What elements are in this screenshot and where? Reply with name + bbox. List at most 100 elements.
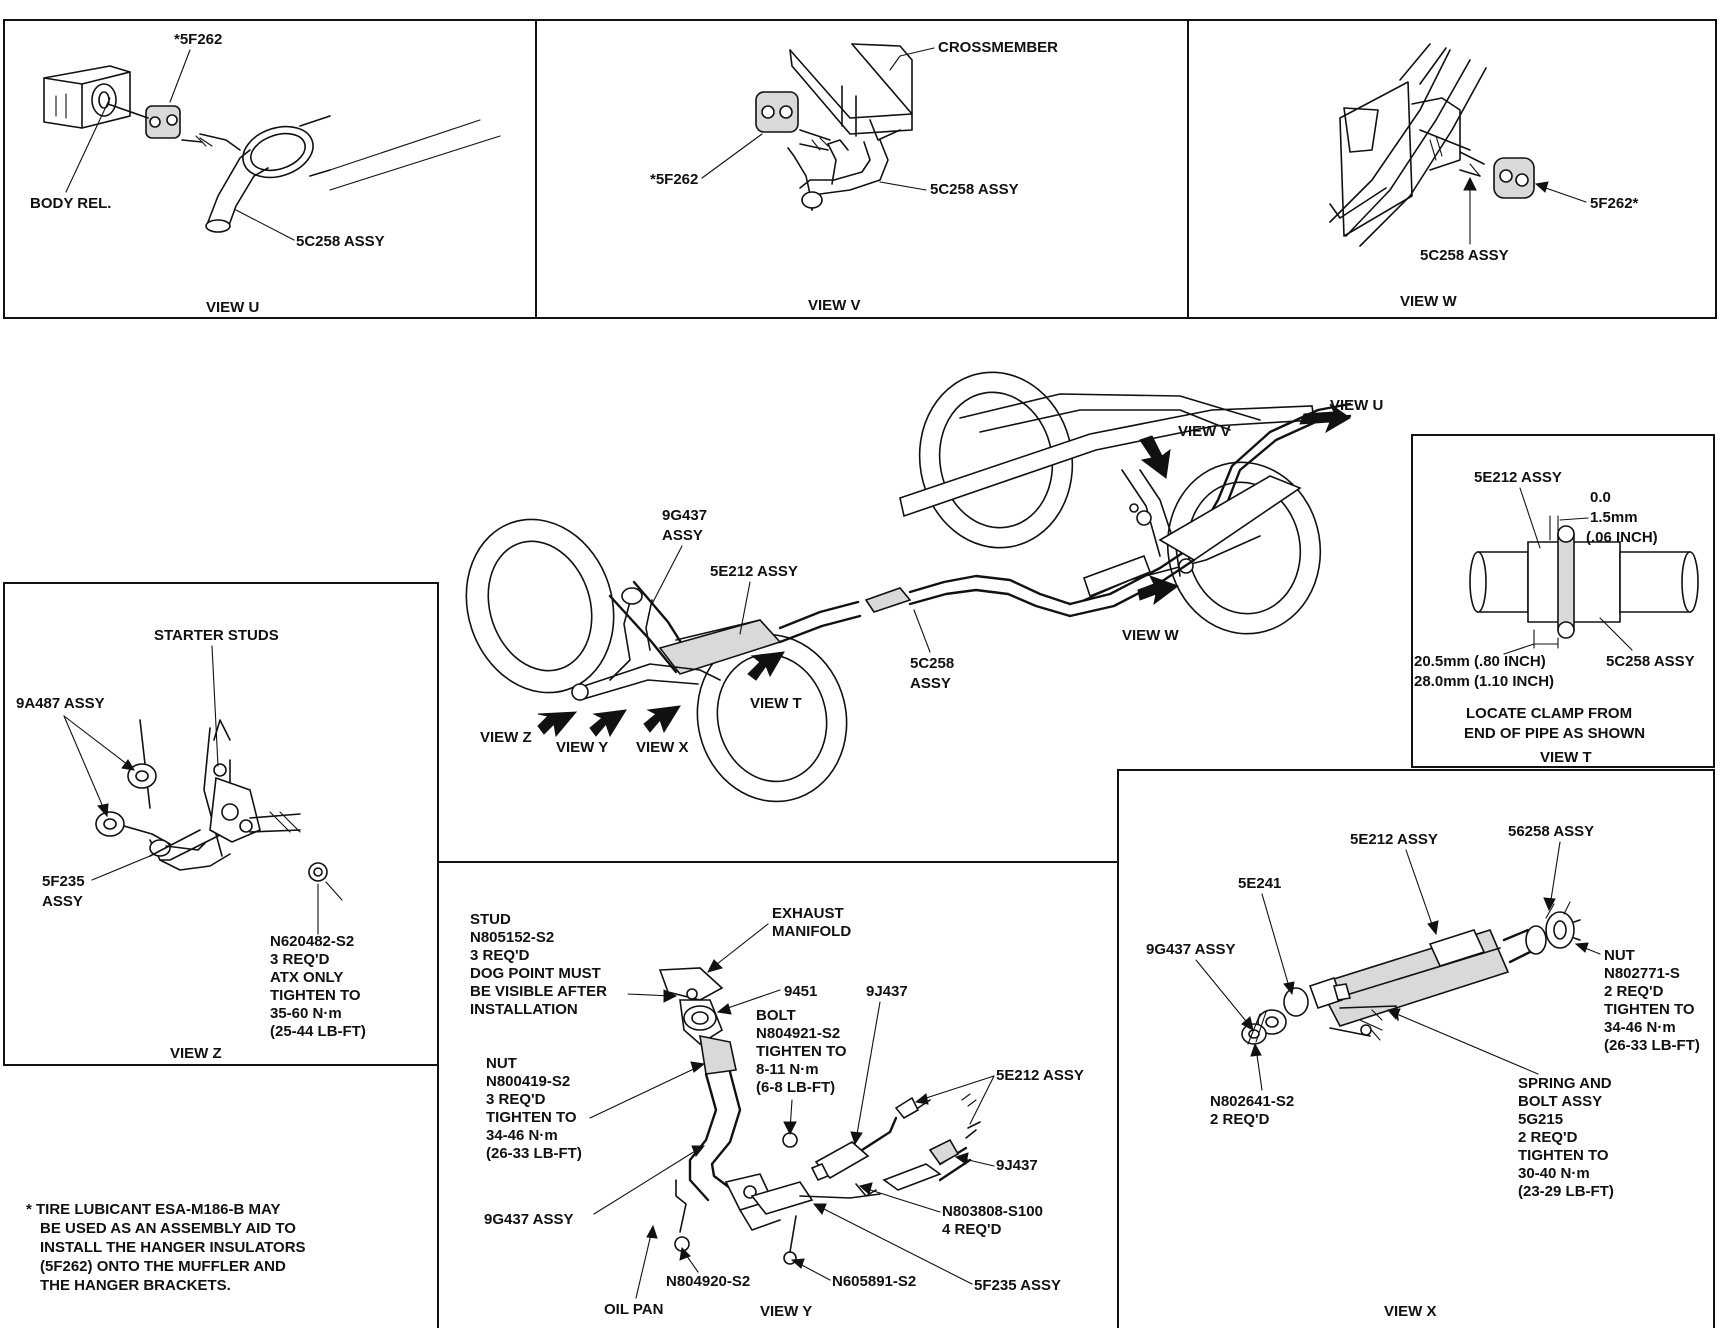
view-y: STUD N805152-S2 3 REQ'D DOG POINT MUST B… — [470, 905, 1084, 1320]
view-z-nut-line-2: 3 REQ'D — [270, 951, 330, 968]
view-y-stud-line-6: INSTALLATION — [470, 1001, 578, 1018]
view-u: *5F262 BODY REL. 5C258 ASSY VIEW U — [30, 31, 501, 316]
main-view-x-label: VIEW X — [636, 739, 689, 756]
view-y-9g437-leader — [593, 1147, 701, 1215]
view-t-gap-line-1: 0.0 — [1590, 489, 1611, 506]
main-exhaust-view: VIEW U VIEW V VIEW W VIEW T VIEW Z VIEW … — [465, 371, 1383, 803]
view-x-nut-line-2: N802771-S — [1604, 965, 1680, 982]
view-x-nut-line-1: NUT — [1604, 947, 1635, 964]
view-t-gap-leader — [1559, 517, 1589, 521]
view-z-9a487-label: 9A487 ASSY — [16, 695, 105, 712]
view-y-bolt-line-1: BOLT — [756, 1007, 796, 1024]
view-z-5f235-leader — [91, 855, 151, 881]
view-t-frame — [1411, 434, 1715, 768]
footnote-line-4: (5F262) ONTO THE MUFFLER AND — [40, 1258, 286, 1275]
view-y-nut-line-2: N800419-S2 — [486, 1073, 570, 1090]
view-u-insulator-leader — [169, 49, 191, 103]
view-x-nut-line-5: 34-46 N·m — [1604, 1019, 1676, 1036]
view-y-nut-arrowhead — [690, 1061, 706, 1073]
view-x-5e212-arrowhead — [1427, 920, 1439, 936]
view-y-9j437-label: 9J437 — [996, 1157, 1038, 1174]
main-view-z-label: VIEW Z — [480, 729, 532, 746]
view-x-title: VIEW X — [1384, 1303, 1437, 1320]
view-z-9a487-arrowhead-2 — [97, 803, 109, 818]
view-y-9j437-top-leader — [855, 1001, 881, 1141]
view-y-stud-line-5: BE VISIBLE AFTER — [470, 983, 607, 1000]
view-x-spring-line-3: 5G215 — [1518, 1111, 1563, 1128]
view-z-title: VIEW Z — [170, 1045, 222, 1062]
view-y-nut-line-6: (26-33 LB-FT) — [486, 1145, 582, 1162]
view-x-nut-line-6: (26-33 LB-FT) — [1604, 1037, 1700, 1054]
view-t-5e212-leader — [1519, 487, 1541, 549]
view-y-arrow — [589, 709, 627, 738]
view-v: CROSSMEMBER *5F262 5C258 ASSY VIEW V — [650, 39, 1058, 314]
view-z-nut-line-6: (25-44 LB-FT) — [270, 1023, 366, 1040]
view-z-5f235-label-line-1: 5F235 — [42, 873, 85, 890]
view-y-5f235-arrowhead — [812, 1203, 827, 1215]
view-t-drawing — [1469, 515, 1699, 649]
view-x-spring-line-2: BOLT ASSY — [1518, 1093, 1602, 1110]
view-y-5f235-label: 5F235 ASSY — [974, 1277, 1061, 1294]
view-w-insulator-arrowhead — [1534, 181, 1549, 193]
footnote-line-5: THE HANGER BRACKETS. — [40, 1277, 231, 1294]
view-t-gap-line-3: (.06 INCH) — [1586, 529, 1658, 546]
view-y-9j437-top-arrowhead — [850, 1131, 863, 1146]
view-u-insulator-label: *5F262 — [174, 31, 222, 48]
view-x: 5E212 ASSY 56258 ASSY 5E241 9G437 ASSY N… — [1146, 823, 1700, 1320]
view-t-note-line-1: LOCATE CLAMP FROM — [1466, 705, 1632, 722]
view-y-bolt-arrowhead — [783, 1121, 797, 1136]
view-y-nut-line-3: 3 REQ'D — [486, 1091, 546, 1108]
view-y-n803808-line-1: N803808-S100 — [942, 1203, 1043, 1220]
main-9g437-label-line-1: 9G437 — [662, 507, 707, 524]
view-x-9g437-leader — [1195, 959, 1251, 1027]
view-y-5f235-leader — [817, 1205, 973, 1285]
view-x-spring-line-4: 2 REQ'D — [1518, 1129, 1578, 1146]
view-x-9g437-label: 9G437 ASSY — [1146, 941, 1236, 958]
view-w-title: VIEW W — [1400, 293, 1458, 310]
view-y-n803808-line-2: 4 REQ'D — [942, 1221, 1002, 1238]
view-z-9a487-arrowhead-1 — [121, 759, 135, 771]
view-t-offset-leader — [1503, 643, 1535, 655]
view-x-spring-leader — [1391, 1011, 1539, 1075]
view-t-gap-line-2: 1.5mm — [1590, 509, 1638, 526]
view-y-manifold-leader — [711, 923, 769, 969]
view-z-nut-line-5: 35-60 N·m — [270, 1005, 342, 1022]
view-x-5e241-leader — [1261, 893, 1291, 991]
view-y-stud-line-2: N805152-S2 — [470, 929, 554, 946]
view-v-crossmember-label: CROSSMEMBER — [938, 39, 1058, 56]
view-v-title: VIEW V — [808, 297, 861, 314]
view-z-starter-studs-label: STARTER STUDS — [154, 627, 279, 644]
view-z-drawing — [95, 719, 343, 901]
main-5c258-label-line-2: ASSY — [910, 675, 951, 692]
main-view-t-label: VIEW T — [750, 695, 802, 712]
view-v-assy-label: 5C258 ASSY — [930, 181, 1019, 198]
view-x-nut-line-3: 2 REQ'D — [1604, 983, 1664, 1000]
view-x-frame — [1117, 769, 1715, 1328]
front-left-tire — [465, 518, 615, 694]
view-t-5c258-leader — [1599, 617, 1633, 651]
view-y-5e212-label: 5E212 ASSY — [996, 1067, 1084, 1084]
view-y-stud-arrowhead — [663, 989, 678, 1003]
view-y-oil-pan-leader — [635, 1229, 653, 1299]
view-x-9g437-arrowhead — [1241, 1016, 1254, 1031]
view-x-5c258-arrowhead — [1543, 897, 1556, 912]
view-v-insulator-label: *5F262 — [650, 171, 698, 188]
view-u-drawing — [43, 65, 501, 233]
view-y-n804920-arrowhead — [679, 1246, 691, 1261]
view-arrows — [537, 403, 1351, 738]
view-y-oil-pan-arrowhead — [646, 1224, 658, 1239]
view-t-offset-line-1: 20.5mm (.80 INCH) — [1414, 653, 1546, 670]
view-y-drawing — [658, 967, 981, 1265]
view-z-nut-line-1: N620482-S2 — [270, 933, 354, 950]
view-z-nut-line-3: ATX ONLY — [270, 969, 343, 986]
view-w: 5F262* 5C258 ASSY VIEW W — [1329, 43, 1639, 310]
view-x-5c258-leader — [1549, 841, 1561, 907]
view-w-assy-arrowhead — [1463, 176, 1477, 191]
view-x-arrow — [643, 705, 681, 734]
view-w-assy-label: 5C258 ASSY — [1420, 247, 1509, 264]
view-z-starter-studs-leader — [211, 645, 219, 767]
main-9g437-leader — [651, 545, 683, 605]
view-t-5e212-label: 5E212 ASSY — [1474, 469, 1562, 486]
view-y-manifold-line-1: EXHAUST — [772, 905, 844, 922]
view-y-9451-label: 9451 — [784, 983, 817, 1000]
